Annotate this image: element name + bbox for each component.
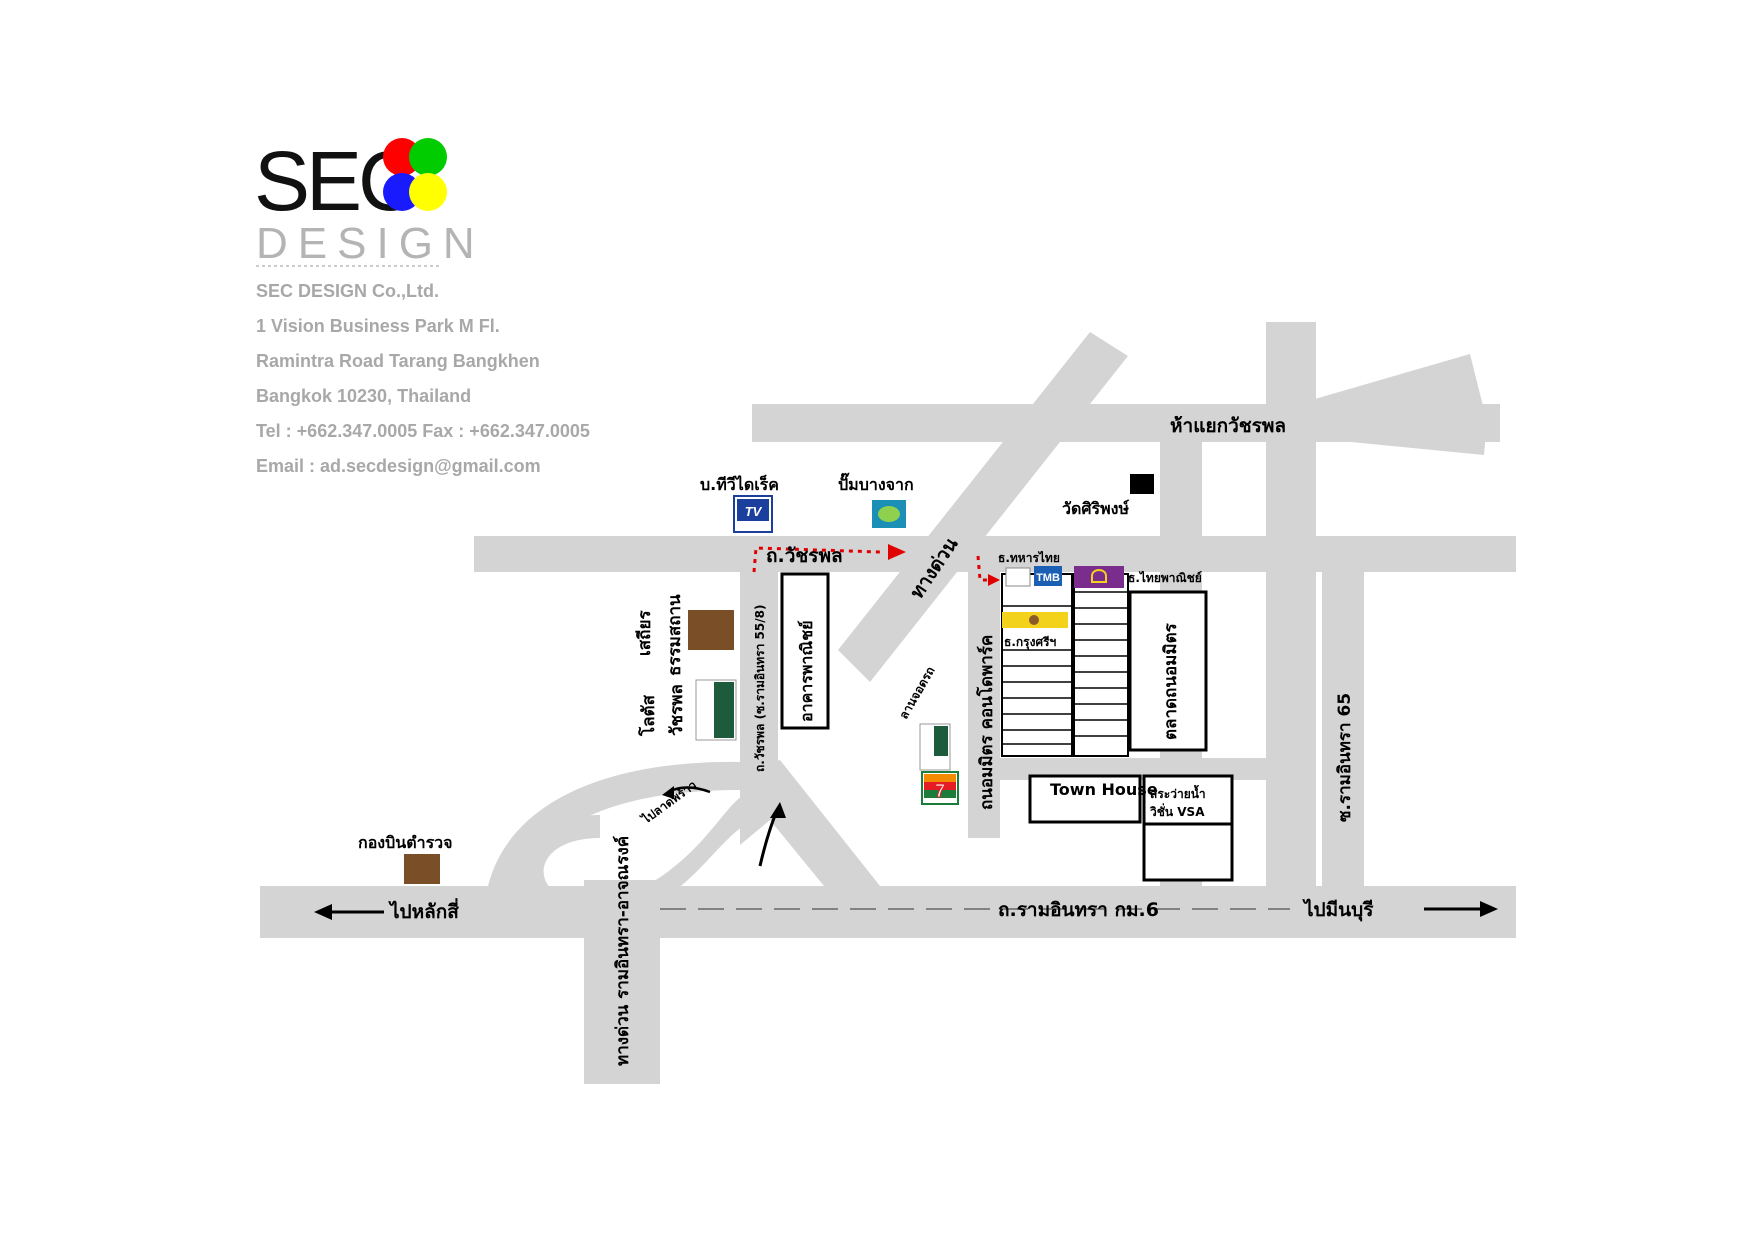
label-sathien-2: ธรรมสถาน [665, 594, 685, 676]
label-expressway-ramintra: ทางด่วน รามอินทรา-อาจณรงค์ [612, 836, 633, 1066]
top-right-road [1270, 354, 1487, 455]
label-ramintra-65: ซ.รามอินทรา 65 [1335, 693, 1355, 822]
label-commercial-building: อาคารพาณิชย์ [797, 621, 816, 722]
sec-design-logo: SEC DESIGN [254, 134, 485, 268]
vertical-road-1 [1266, 322, 1316, 888]
pool-building [1142, 774, 1234, 826]
buildings: TMB [404, 474, 1234, 884]
ramp-outer [488, 761, 740, 886]
label-ramintra-km6: ถ.รามอินทรา กม.6 [998, 899, 1159, 921]
watcharaphon-road [474, 536, 1516, 572]
label-tv-direct: บ.ทีวีไดเร็ค [700, 473, 779, 494]
krungsri-logo-icon [1029, 615, 1039, 625]
label-pool-2: วิชั่น VSA [1150, 803, 1205, 819]
logo-red-dot-icon [383, 138, 421, 176]
direction-arrows [314, 786, 1498, 920]
label-military-bank: ธ.ทหารไทย [998, 550, 1060, 565]
logo-subword: DESIGN [256, 219, 485, 268]
road-network [260, 322, 1516, 1084]
label-parking: ลานจอดรถ [896, 664, 937, 721]
company-address-2: Ramintra Road Tarang Bangkhen [256, 351, 540, 371]
expressway [838, 332, 1128, 682]
route-arrow-icon [888, 544, 906, 560]
lat-phrao-arrow-icon [662, 786, 674, 799]
arrow-left-icon [314, 904, 332, 920]
route-arrow-2-icon [988, 574, 1000, 586]
label-town-house: Town House [1050, 780, 1158, 799]
condo-block-right [1073, 573, 1129, 757]
label-lotus-1: โลตัส [638, 694, 659, 737]
label-watcharaphon-road: ถ.วัชรพล [766, 545, 843, 567]
label-sathien-1: เสถียร [634, 610, 655, 656]
soi-road [740, 572, 778, 788]
market-building [1128, 590, 1208, 752]
label-to-laksi: ไปหลักสี่ [388, 898, 459, 923]
logo-blue-dot-icon [383, 173, 421, 211]
svg-text:7: 7 [935, 781, 945, 801]
tmb-bank-icon [1034, 566, 1062, 586]
pool-annex [1142, 822, 1234, 882]
company-address-3: Bangkok 10230, Thailand [256, 386, 472, 406]
temple-icon [1130, 474, 1154, 494]
logo-yellow-dot-icon [409, 173, 447, 211]
company-email[interactable]: Email : ad.secdesign@gmail.com [256, 456, 541, 476]
town-house-building [1028, 774, 1142, 824]
condo-vertical-road [968, 572, 1000, 838]
ramp-up-arrow-icon [770, 802, 786, 818]
arrow-right-icon [1480, 901, 1498, 917]
ramp-loop [520, 795, 745, 917]
police-aviation-building [404, 854, 440, 884]
tmb-icon-text: TMB [1036, 572, 1060, 584]
label-intersection: ห้าแยกวัชรพล [1170, 415, 1286, 437]
route-markers [752, 544, 1000, 586]
map-labels: ห้าแยกวัชรพล บ.ทีวีไดเร็ค ปั๊มบางจาก วัด… [358, 415, 1374, 1066]
company-address-1: 1 Vision Business Park M Fl. [256, 316, 500, 336]
label-bangchak: ปั๊มบางจาก [838, 472, 914, 494]
label-temple: วัดศิริพงษ์ [1062, 499, 1129, 518]
label-lotus-2: วัชรพล [667, 684, 687, 736]
label-soi-road: ถ.วัชรพล (ซ.รามอินทรา 55/8) [753, 605, 767, 772]
sec-logo-mini [1005, 567, 1031, 587]
condo-floor-lines [1002, 591, 1128, 745]
label-krungsri-bank: ธ.กรุงศรีฯ [1004, 635, 1057, 650]
company-name: SEC DESIGN Co.,Ltd. [256, 281, 440, 301]
scb-logo-icon [1091, 569, 1107, 583]
ramintra-road [260, 886, 1516, 938]
label-pool-1: สระว่ายน้ำ [1150, 784, 1206, 801]
sathien-building [688, 610, 734, 650]
logo-green-dot-icon [409, 138, 447, 176]
condo-block-left [1001, 573, 1073, 757]
label-siam-bank: ธ.ไทยพาณิชย์ [1128, 570, 1202, 585]
label-to-minburi: ไปมีนบุรี [1302, 898, 1374, 922]
brand-icons: TV 7 [695, 495, 959, 805]
label-market: ตลาดถนอมมิตร [1161, 622, 1181, 740]
label-condo: ถนอมมิตร คอนโดพาร์ค [976, 635, 997, 810]
company-phone[interactable]: Tel : +662.347.0005 Fax : +662.347.0005 [256, 421, 590, 441]
scb-bank-icon [1074, 566, 1124, 588]
commercial-building [780, 572, 830, 730]
ramintra-65-road [1322, 572, 1364, 888]
svg-text:TV: TV [745, 504, 763, 519]
label-police-aviation: กองบินตำรวจ [358, 833, 453, 852]
soi-junction [740, 760, 880, 886]
